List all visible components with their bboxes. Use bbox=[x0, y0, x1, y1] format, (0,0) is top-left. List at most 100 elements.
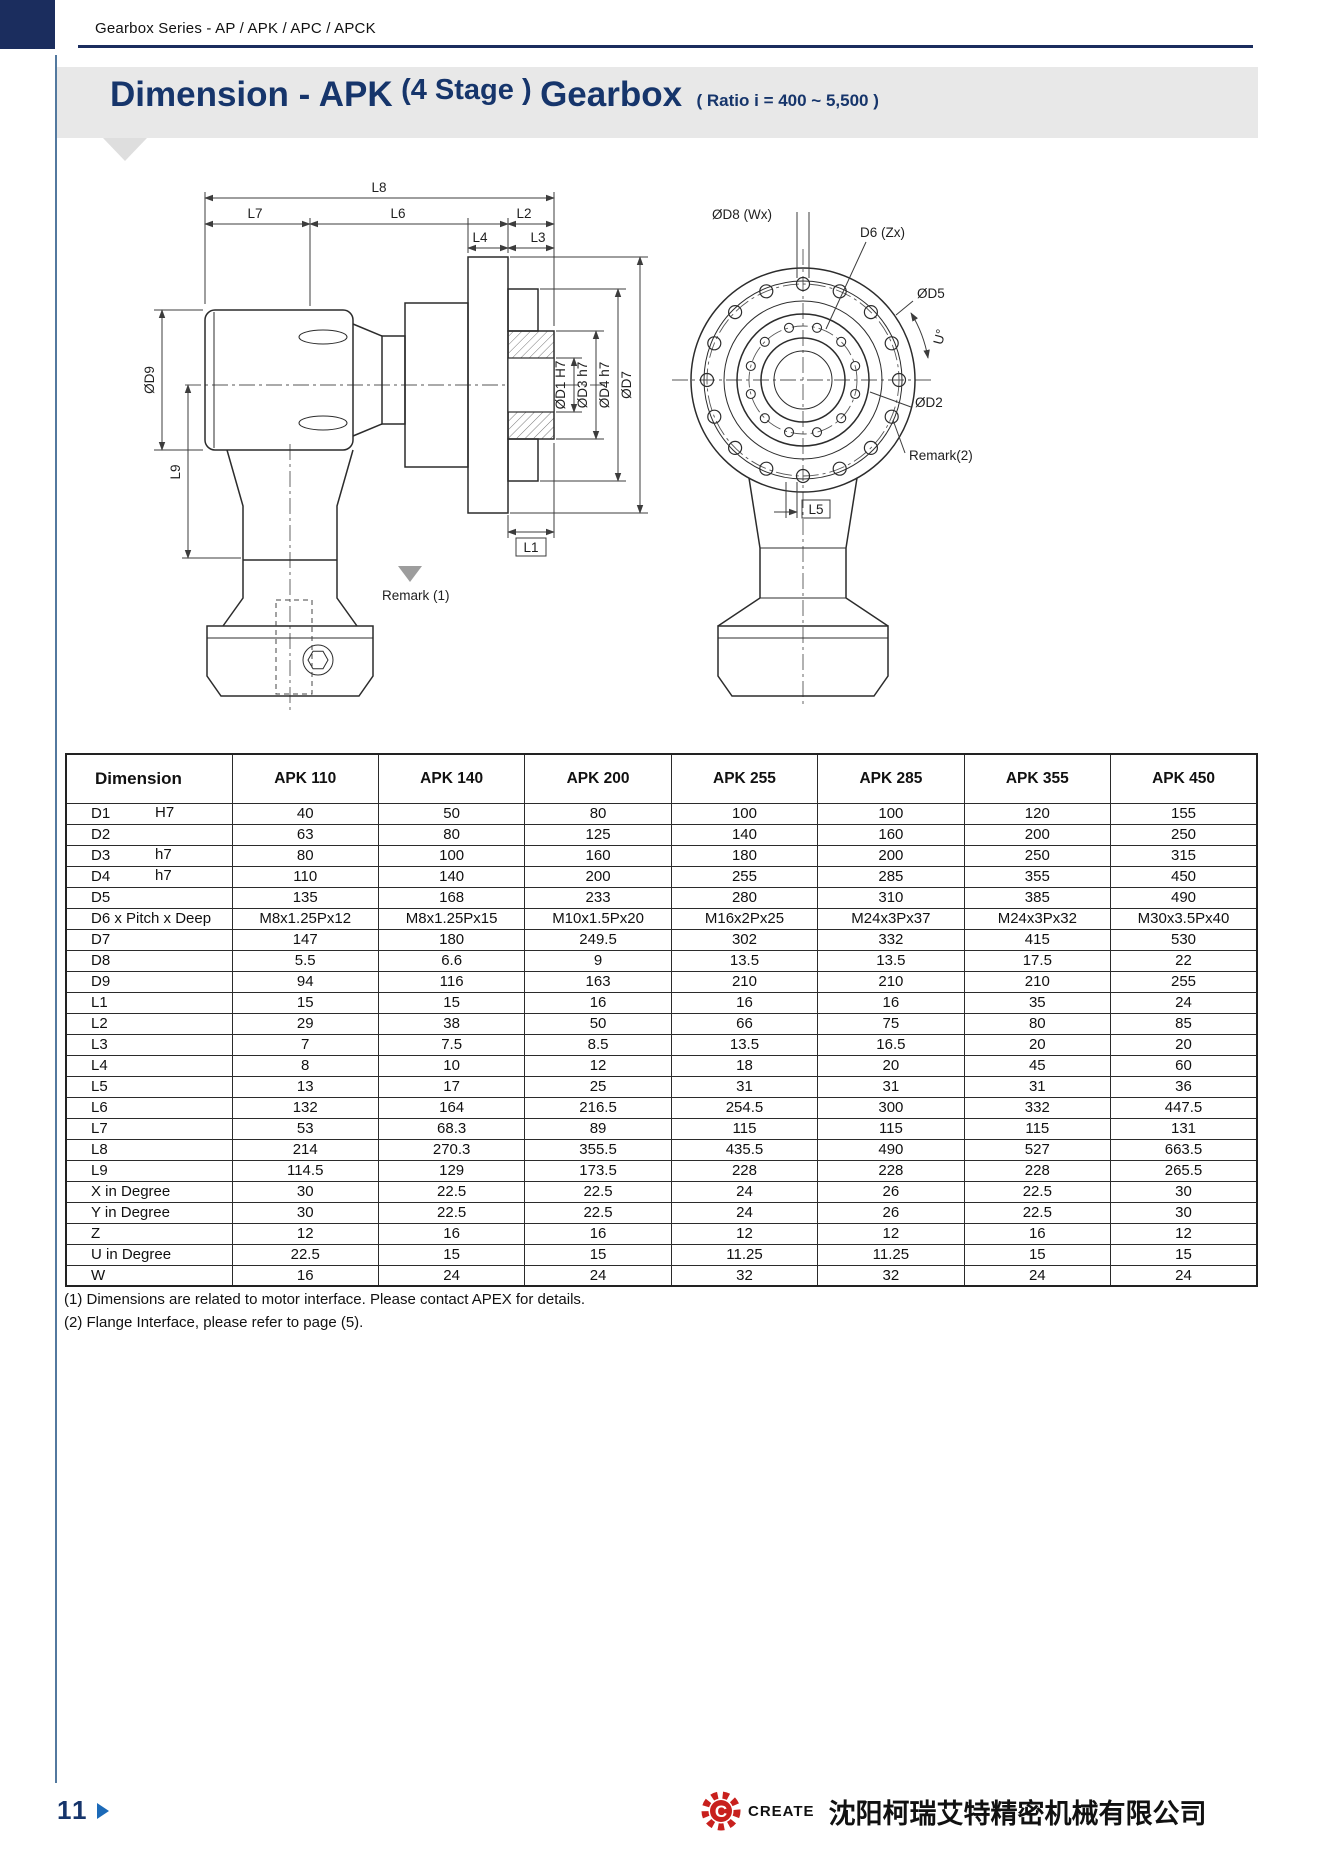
value-cell: 60 bbox=[1110, 1054, 1258, 1077]
value-cell: 9 bbox=[524, 949, 672, 972]
remark-arrow-icon bbox=[398, 566, 422, 582]
page-arrow-icon bbox=[96, 1802, 109, 1819]
hex-socket-icon bbox=[307, 650, 329, 670]
value-cell: 216.5 bbox=[524, 1096, 672, 1119]
value-cell: 527 bbox=[963, 1138, 1112, 1161]
bolt-hole bbox=[707, 336, 722, 351]
lower-housing bbox=[206, 449, 374, 697]
label-d7: ØD7 bbox=[619, 371, 634, 399]
value-cell: 12 bbox=[231, 1222, 379, 1245]
value-cell: 30 bbox=[231, 1180, 379, 1203]
value-cell: 110 bbox=[231, 865, 379, 888]
housing-slot bbox=[298, 415, 348, 431]
value-cell: 7.5 bbox=[377, 1033, 526, 1056]
value-cell: 164 bbox=[377, 1096, 526, 1119]
value-cell: 250 bbox=[963, 844, 1112, 867]
value-cell: 24 bbox=[524, 1264, 672, 1287]
dimension-name-cell: L5 bbox=[65, 1075, 233, 1098]
value-cell: 30 bbox=[1110, 1201, 1258, 1224]
front-view-dimensions bbox=[774, 212, 930, 519]
value-cell: 160 bbox=[524, 844, 672, 867]
value-cell: M16x2Px25 bbox=[670, 907, 819, 930]
value-cell: 125 bbox=[524, 823, 672, 846]
value-cell: 20 bbox=[817, 1054, 965, 1077]
value-cell: 280 bbox=[670, 886, 819, 909]
socket-bolt bbox=[302, 644, 334, 676]
value-cell: M30x3.5Px40 bbox=[1110, 907, 1258, 930]
footnote-1: (1) Dimensions are related to motor inte… bbox=[64, 1291, 586, 1308]
dimension-name-cell: X in Degree bbox=[65, 1180, 233, 1203]
value-cell: 22.5 bbox=[963, 1201, 1112, 1224]
value-cell: 31 bbox=[670, 1075, 819, 1098]
value-cell: 13 bbox=[231, 1075, 379, 1098]
value-cell: 200 bbox=[524, 865, 672, 888]
label-l3: L3 bbox=[530, 230, 545, 245]
dimension-name-cell: L8 bbox=[65, 1138, 233, 1161]
value-cell: 132 bbox=[231, 1096, 379, 1119]
shaft-bore bbox=[507, 357, 555, 413]
value-cell: 6.6 bbox=[377, 949, 526, 972]
value-cell: 12 bbox=[524, 1054, 672, 1077]
dimension-name-cell: L6 bbox=[65, 1096, 233, 1119]
title-product: Gearbox bbox=[540, 75, 683, 114]
brand-name: CREATE bbox=[748, 1802, 815, 1820]
value-cell: 100 bbox=[817, 802, 965, 825]
value-cell: 228 bbox=[817, 1159, 965, 1182]
bolt-hole bbox=[707, 409, 722, 424]
label-l8: L8 bbox=[371, 180, 386, 195]
series-label: Gearbox Series - AP / APK / APC / APCK bbox=[95, 20, 376, 37]
value-cell: 50 bbox=[377, 802, 526, 825]
value-cell: 385 bbox=[963, 886, 1112, 909]
value-cell: 18 bbox=[670, 1054, 819, 1077]
title-band-notch bbox=[103, 138, 147, 161]
label-l1: L1 bbox=[523, 540, 538, 555]
dimension-name-cell: D8 bbox=[65, 949, 233, 972]
value-cell: 31 bbox=[963, 1075, 1112, 1098]
value-cell: 530 bbox=[1110, 928, 1258, 951]
value-cell: M24x3Px37 bbox=[817, 907, 965, 930]
value-cell: 15 bbox=[963, 1243, 1112, 1266]
value-cell: 210 bbox=[963, 970, 1112, 993]
label-d6: D6 (Zx) bbox=[860, 225, 905, 240]
value-cell: 13.5 bbox=[670, 949, 819, 972]
value-cell: 8 bbox=[231, 1054, 379, 1077]
value-cell: 135 bbox=[231, 886, 379, 909]
value-cell: 115 bbox=[670, 1117, 819, 1140]
value-cell: 355.5 bbox=[524, 1138, 672, 1161]
dimension-name-cell: D7 bbox=[65, 928, 233, 951]
value-cell: 22 bbox=[1110, 949, 1258, 972]
bolt-hole bbox=[745, 388, 756, 400]
corner-block bbox=[0, 0, 55, 49]
value-cell: 663.5 bbox=[1110, 1138, 1258, 1161]
value-cell: 200 bbox=[963, 823, 1112, 846]
value-cell: 100 bbox=[377, 844, 526, 867]
dimension-name-cell: L4 bbox=[65, 1054, 233, 1077]
dimension-name-cell: W bbox=[65, 1264, 233, 1287]
value-cell: 12 bbox=[817, 1222, 965, 1245]
value-cell: 16 bbox=[817, 991, 965, 1014]
value-cell: 40 bbox=[231, 802, 379, 825]
value-cell: 30 bbox=[1110, 1180, 1258, 1203]
dimension-name-cell: Y in Degree bbox=[65, 1201, 233, 1224]
label-d2: ØD2 bbox=[915, 395, 943, 410]
col-header-dimension: Dimension bbox=[65, 753, 233, 804]
value-cell: 16 bbox=[377, 1222, 526, 1245]
value-cell: 250 bbox=[1110, 823, 1258, 846]
bolt-hole bbox=[884, 336, 899, 351]
value-cell: 210 bbox=[670, 970, 819, 993]
bolt-hole bbox=[863, 305, 879, 320]
value-cell: 13.5 bbox=[817, 949, 965, 972]
value-cell: 120 bbox=[963, 802, 1112, 825]
value-cell: 75 bbox=[817, 1012, 965, 1035]
